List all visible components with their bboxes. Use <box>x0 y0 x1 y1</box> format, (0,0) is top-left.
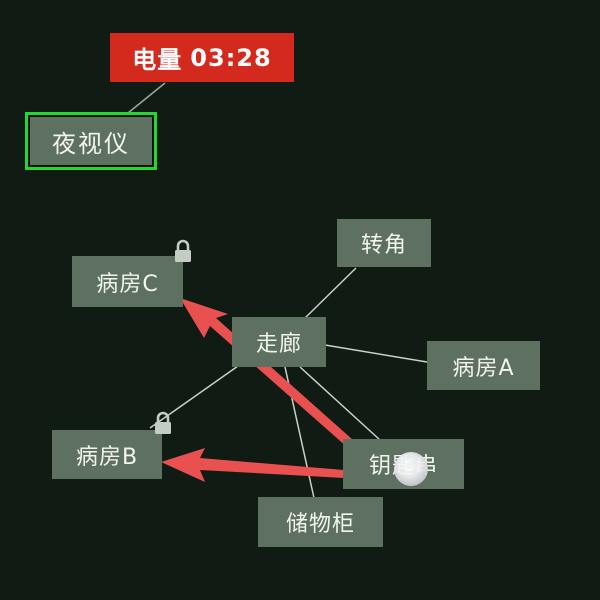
room-node-ward-a[interactable]: 病房A <box>427 341 540 390</box>
lock-icon <box>175 239 191 262</box>
room-node-corner[interactable]: 转角 <box>337 219 431 267</box>
room-node-ward-b[interactable]: 病房B <box>52 430 162 479</box>
arrow-keychain-to-ward-b <box>161 448 344 482</box>
edge-corridor-corner <box>304 267 357 319</box>
edge-corridor-keychain <box>299 366 381 441</box>
edge-corridor-storage <box>284 366 315 499</box>
pointer-cursor-icon <box>394 452 428 486</box>
room-node-corridor[interactable]: 走廊 <box>232 317 326 367</box>
hud-connector-line <box>127 82 166 114</box>
equipped-item-slot[interactable]: 夜视仪 <box>25 112 157 170</box>
battery-label: 电量 <box>132 46 183 74</box>
edge-corridor-ward-a <box>324 344 428 363</box>
room-node-ward-c[interactable]: 病房C <box>72 256 183 307</box>
battery-timer: 电量 03:28 <box>110 33 294 82</box>
room-node-storage[interactable]: 储物柜 <box>258 497 383 547</box>
lock-icon <box>155 411 171 434</box>
battery-time: 03:28 <box>190 43 272 72</box>
